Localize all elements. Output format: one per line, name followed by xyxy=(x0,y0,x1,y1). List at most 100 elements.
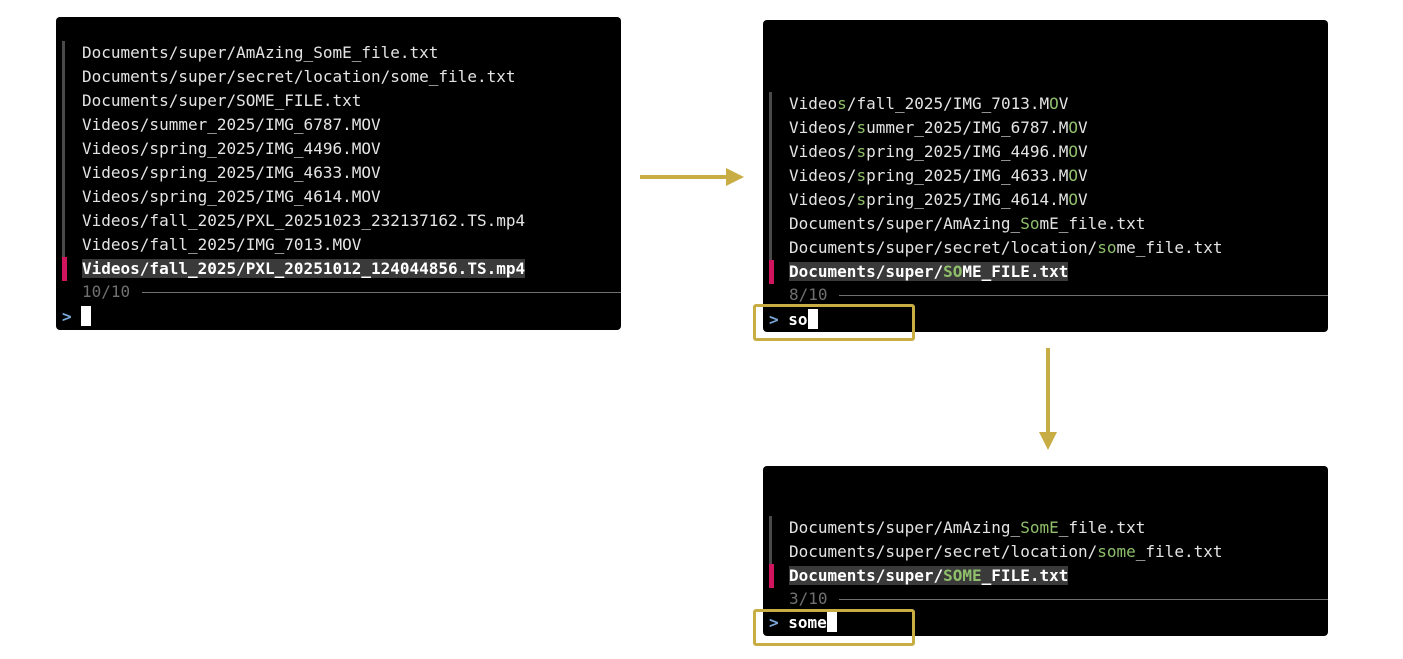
match-count: 10/10 xyxy=(82,282,621,302)
path-segment: Videos/ xyxy=(789,190,857,209)
result-path: Documents/super/AmAzing_SomE_file.txt xyxy=(82,43,438,62)
path-segment: _file.txt xyxy=(1058,518,1146,537)
path-segment: Videos/summer_2025/IMG_6787.MOV xyxy=(82,115,381,134)
path-segment: Videos/ xyxy=(789,142,857,161)
path-segment: V xyxy=(1078,190,1088,209)
path-segment: Documents/super/ xyxy=(789,262,944,281)
path-segment: Documents/super/AmAzing_ xyxy=(789,214,1021,233)
query-prompt[interactable]: > some xyxy=(769,612,837,634)
text-cursor xyxy=(807,309,818,329)
result-row[interactable]: Documents/super/secret/location/some_fil… xyxy=(769,236,1328,260)
result-row[interactable]: Videos/fall_2025/PXL_20251023_232137162.… xyxy=(62,209,621,233)
row-gutter xyxy=(769,164,772,188)
result-row[interactable]: Videos/spring_2025/IMG_4496.MOV xyxy=(769,140,1328,164)
row-gutter xyxy=(769,516,772,540)
down-arrow-icon xyxy=(1039,348,1057,450)
path-segment: Videos/fall_2025/PXL_20251012_124044856.… xyxy=(82,259,526,278)
path-segment: pring_2025/IMG_4496.M xyxy=(866,142,1069,161)
path-segment: mE_file.txt xyxy=(1039,214,1146,233)
row-gutter xyxy=(62,89,65,113)
result-path: Videos/spring_2025/IMG_4633.MOV xyxy=(789,166,1088,185)
match-highlight: s xyxy=(837,94,847,113)
path-segment: me_file.txt xyxy=(1116,238,1223,257)
result-row[interactable]: Videos/fall_2025/IMG_7013.MOV xyxy=(769,92,1328,116)
result-row[interactable]: Documents/super/secret/location/some_fil… xyxy=(62,65,621,89)
row-gutter xyxy=(62,185,65,209)
result-row[interactable]: Videos/spring_2025/IMG_4496.MOV xyxy=(62,137,621,161)
path-segment: Videos/fall_2025/PXL_20251023_232137162.… xyxy=(82,211,526,230)
divider-rule xyxy=(142,292,621,293)
query-callout-box xyxy=(753,609,915,646)
result-path: Videos/spring_2025/IMG_4496.MOV xyxy=(789,142,1088,161)
path-segment: _FILE.txt xyxy=(981,566,1069,585)
row-gutter xyxy=(769,188,772,212)
path-segment: V xyxy=(1058,94,1069,113)
result-row[interactable]: Documents/super/secret/location/some_fil… xyxy=(769,540,1328,564)
result-row[interactable]: Videos/spring_2025/IMG_4633.MOV xyxy=(769,164,1328,188)
selection-marker xyxy=(769,564,774,588)
result-row[interactable]: Videos/spring_2025/IMG_4614.MOV xyxy=(62,185,621,209)
result-path: Documents/super/secret/location/some_fil… xyxy=(789,542,1222,561)
query-input[interactable]: so xyxy=(788,310,808,329)
result-row[interactable]: Documents/super/SOME_FILE.txt xyxy=(62,89,621,113)
result-row-selected[interactable]: Documents/super/SOME_FILE.txt xyxy=(769,260,1328,284)
path-segment: Documents/super/SOME_FILE.txt xyxy=(82,91,362,110)
result-row[interactable]: Documents/super/AmAzing_SomE_file.txt xyxy=(769,212,1328,236)
match-highlight: O xyxy=(1068,142,1079,161)
match-count-label: 3/10 xyxy=(789,589,828,608)
path-segment: Video xyxy=(789,94,838,113)
path-segment: V xyxy=(1078,142,1088,161)
row-gutter xyxy=(769,540,772,564)
row-gutter xyxy=(769,140,772,164)
match-highlight: So xyxy=(1020,214,1040,233)
path-segment: ME_FILE.txt xyxy=(962,262,1069,281)
query-input[interactable]: some xyxy=(788,613,827,632)
path-segment: pring_2025/IMG_4614.M xyxy=(866,190,1069,209)
result-row[interactable]: Videos/summer_2025/IMG_6787.MOV xyxy=(769,116,1328,140)
path-segment: Videos/ xyxy=(789,118,857,137)
row-gutter xyxy=(62,161,65,185)
result-row[interactable]: Videos/summer_2025/IMG_6787.MOV xyxy=(62,113,621,137)
match-highlight: SO xyxy=(943,262,963,281)
path-segment: pring_2025/IMG_4633.M xyxy=(866,166,1069,185)
row-gutter xyxy=(62,137,65,161)
path-segment: Videos/spring_2025/IMG_4614.MOV xyxy=(82,187,381,206)
match-highlight: O xyxy=(1068,166,1079,185)
result-row[interactable]: Videos/spring_2025/IMG_4633.MOV xyxy=(62,161,621,185)
result-row[interactable]: Videos/fall_2025/IMG_7013.MOV xyxy=(62,233,621,257)
result-row[interactable]: Documents/super/AmAzing_SomE_file.txt xyxy=(62,41,621,65)
result-path: Documents/super/SOME_FILE.txt xyxy=(82,91,361,110)
result-path: Videos/spring_2025/IMG_4633.MOV xyxy=(82,163,381,182)
path-segment: Documents/super/secret/location/ xyxy=(789,542,1098,561)
path-segment: Documents/super/ xyxy=(789,566,944,585)
query-prompt[interactable]: > so xyxy=(769,309,818,331)
row-gutter xyxy=(62,113,65,137)
result-row[interactable]: Documents/super/AmAzing_SomE_file.txt xyxy=(769,516,1328,540)
path-segment: _file.txt xyxy=(1135,542,1223,561)
match-count-label: 10/10 xyxy=(82,282,131,301)
row-gutter xyxy=(769,236,772,260)
result-path: Videos/fall_2025/PXL_20251012_124044856.… xyxy=(82,259,526,278)
row-gutter xyxy=(62,41,65,65)
row-gutter xyxy=(62,65,65,89)
result-path: Documents/super/secret/location/some_fil… xyxy=(82,67,515,86)
result-path: Documents/super/AmAzing_SomE_file.txt xyxy=(789,214,1145,233)
result-path: Documents/super/SOME_FILE.txt xyxy=(789,566,1069,585)
selection-marker xyxy=(62,257,67,281)
path-segment: Videos/spring_2025/IMG_4633.MOV xyxy=(82,163,381,182)
path-segment: Documents/super/secret/location/ xyxy=(789,238,1098,257)
result-row-selected[interactable]: Documents/super/SOME_FILE.txt xyxy=(769,564,1328,588)
result-path: Documents/super/secret/location/some_fil… xyxy=(789,238,1222,257)
path-segment: Documents/super/AmAzing_ xyxy=(789,518,1021,537)
prompt-symbol: > xyxy=(769,613,779,632)
text-cursor xyxy=(81,306,92,326)
result-row-selected[interactable]: Videos/fall_2025/PXL_20251012_124044856.… xyxy=(62,257,621,281)
match-highlight: O xyxy=(1068,118,1079,137)
text-cursor xyxy=(826,612,837,632)
result-row[interactable]: Videos/spring_2025/IMG_4614.MOV xyxy=(769,188,1328,212)
result-path: Videos/spring_2025/IMG_4614.MOV xyxy=(82,187,381,206)
match-highlight: s xyxy=(856,118,867,137)
match-highlight: O xyxy=(1068,190,1079,209)
query-prompt[interactable]: > xyxy=(62,306,92,328)
match-highlight: s xyxy=(856,190,867,209)
